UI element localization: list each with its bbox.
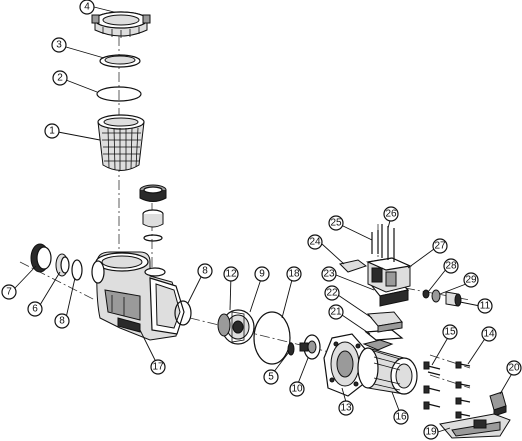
callout-27: 28: [443, 258, 459, 274]
svg-text:8: 8: [202, 266, 208, 277]
callout-18: 19: [423, 424, 439, 440]
motor-base-foot: [439, 413, 511, 439]
inlet-union-parts: [30, 243, 83, 281]
callout-12: 13: [338, 400, 354, 416]
callout-7: 7: [1, 284, 17, 300]
callout-1: 1: [44, 123, 60, 139]
svg-text:29: 29: [465, 275, 477, 286]
svg-text:4: 4: [84, 2, 90, 13]
svg-text:18: 18: [288, 269, 300, 280]
svg-text:24: 24: [309, 237, 321, 248]
svg-text:25: 25: [330, 218, 342, 229]
svg-text:14: 14: [483, 329, 495, 340]
svg-text:8: 8: [59, 316, 65, 327]
svg-text:22: 22: [326, 288, 338, 299]
svg-text:6: 6: [32, 304, 38, 315]
callout-22: 23: [321, 266, 337, 282]
lid-o-ring: [96, 86, 142, 102]
callout-8-right: 8: [197, 263, 213, 279]
callout-24: 25: [328, 215, 344, 231]
svg-text:19: 19: [425, 427, 437, 438]
callout-6: 6: [27, 301, 43, 317]
diffuser: [217, 309, 255, 345]
callout-11: 12: [223, 266, 239, 282]
callout-29: 11: [477, 298, 493, 314]
motor: [357, 339, 418, 395]
callout-23: 24: [307, 234, 323, 250]
svg-text:7: 7: [6, 287, 12, 298]
callout-10: 10: [289, 381, 305, 397]
callout-16: 17: [150, 359, 166, 375]
svg-text:16: 16: [395, 412, 407, 423]
svg-text:5: 5: [268, 372, 274, 383]
svg-text:21: 21: [330, 307, 342, 318]
svg-text:10: 10: [291, 384, 303, 395]
strainer-lid: [99, 54, 141, 68]
callout-3: 3: [51, 37, 67, 53]
callout-2: 2: [52, 70, 68, 86]
motor-bolts: [423, 361, 471, 419]
svg-text:9: 9: [259, 269, 265, 280]
svg-text:28: 28: [445, 261, 457, 272]
svg-text:20: 20: [508, 363, 520, 374]
svg-text:26: 26: [385, 209, 397, 220]
svg-text:13: 13: [340, 403, 352, 414]
pump-housing: [91, 251, 185, 341]
callout-19: 20: [506, 360, 522, 376]
svg-text:11: 11: [480, 301, 491, 312]
callout-8-left: 8: [54, 313, 70, 329]
callout-9: 9: [254, 266, 270, 282]
svg-text:27: 27: [434, 241, 446, 252]
lid-lock-ring: [91, 11, 151, 38]
housing-o-ring: [174, 300, 192, 326]
seal-plate: [323, 333, 367, 397]
callout-14: 15: [442, 324, 458, 340]
strainer-basket: [97, 114, 145, 171]
leader-lines: [14, 6, 515, 433]
seal-plate-o-ring: [253, 311, 291, 365]
callout-21: 22: [324, 285, 340, 301]
callout-15: 16: [393, 409, 409, 425]
svg-text:17: 17: [152, 362, 164, 373]
svg-text:1: 1: [49, 126, 55, 137]
outlet-union-parts: [139, 184, 167, 242]
impeller-and-seal: [287, 334, 321, 360]
svg-text:12: 12: [225, 269, 237, 280]
callout-25: 26: [383, 206, 399, 222]
motor-clip: [489, 391, 507, 417]
callout-20: 21: [328, 304, 344, 320]
svg-text:3: 3: [56, 40, 62, 51]
svg-text:2: 2: [57, 73, 63, 84]
terminal-box-parts: [339, 224, 462, 341]
callout-4: 4: [79, 0, 95, 15]
callout-26: 27: [432, 238, 448, 254]
callout-28: 29: [463, 272, 479, 288]
callout-5: 5: [263, 369, 279, 385]
svg-text:23: 23: [323, 269, 335, 280]
callout-17: 18: [286, 266, 302, 282]
svg-text:15: 15: [444, 327, 456, 338]
callout-13: 14: [481, 326, 497, 342]
